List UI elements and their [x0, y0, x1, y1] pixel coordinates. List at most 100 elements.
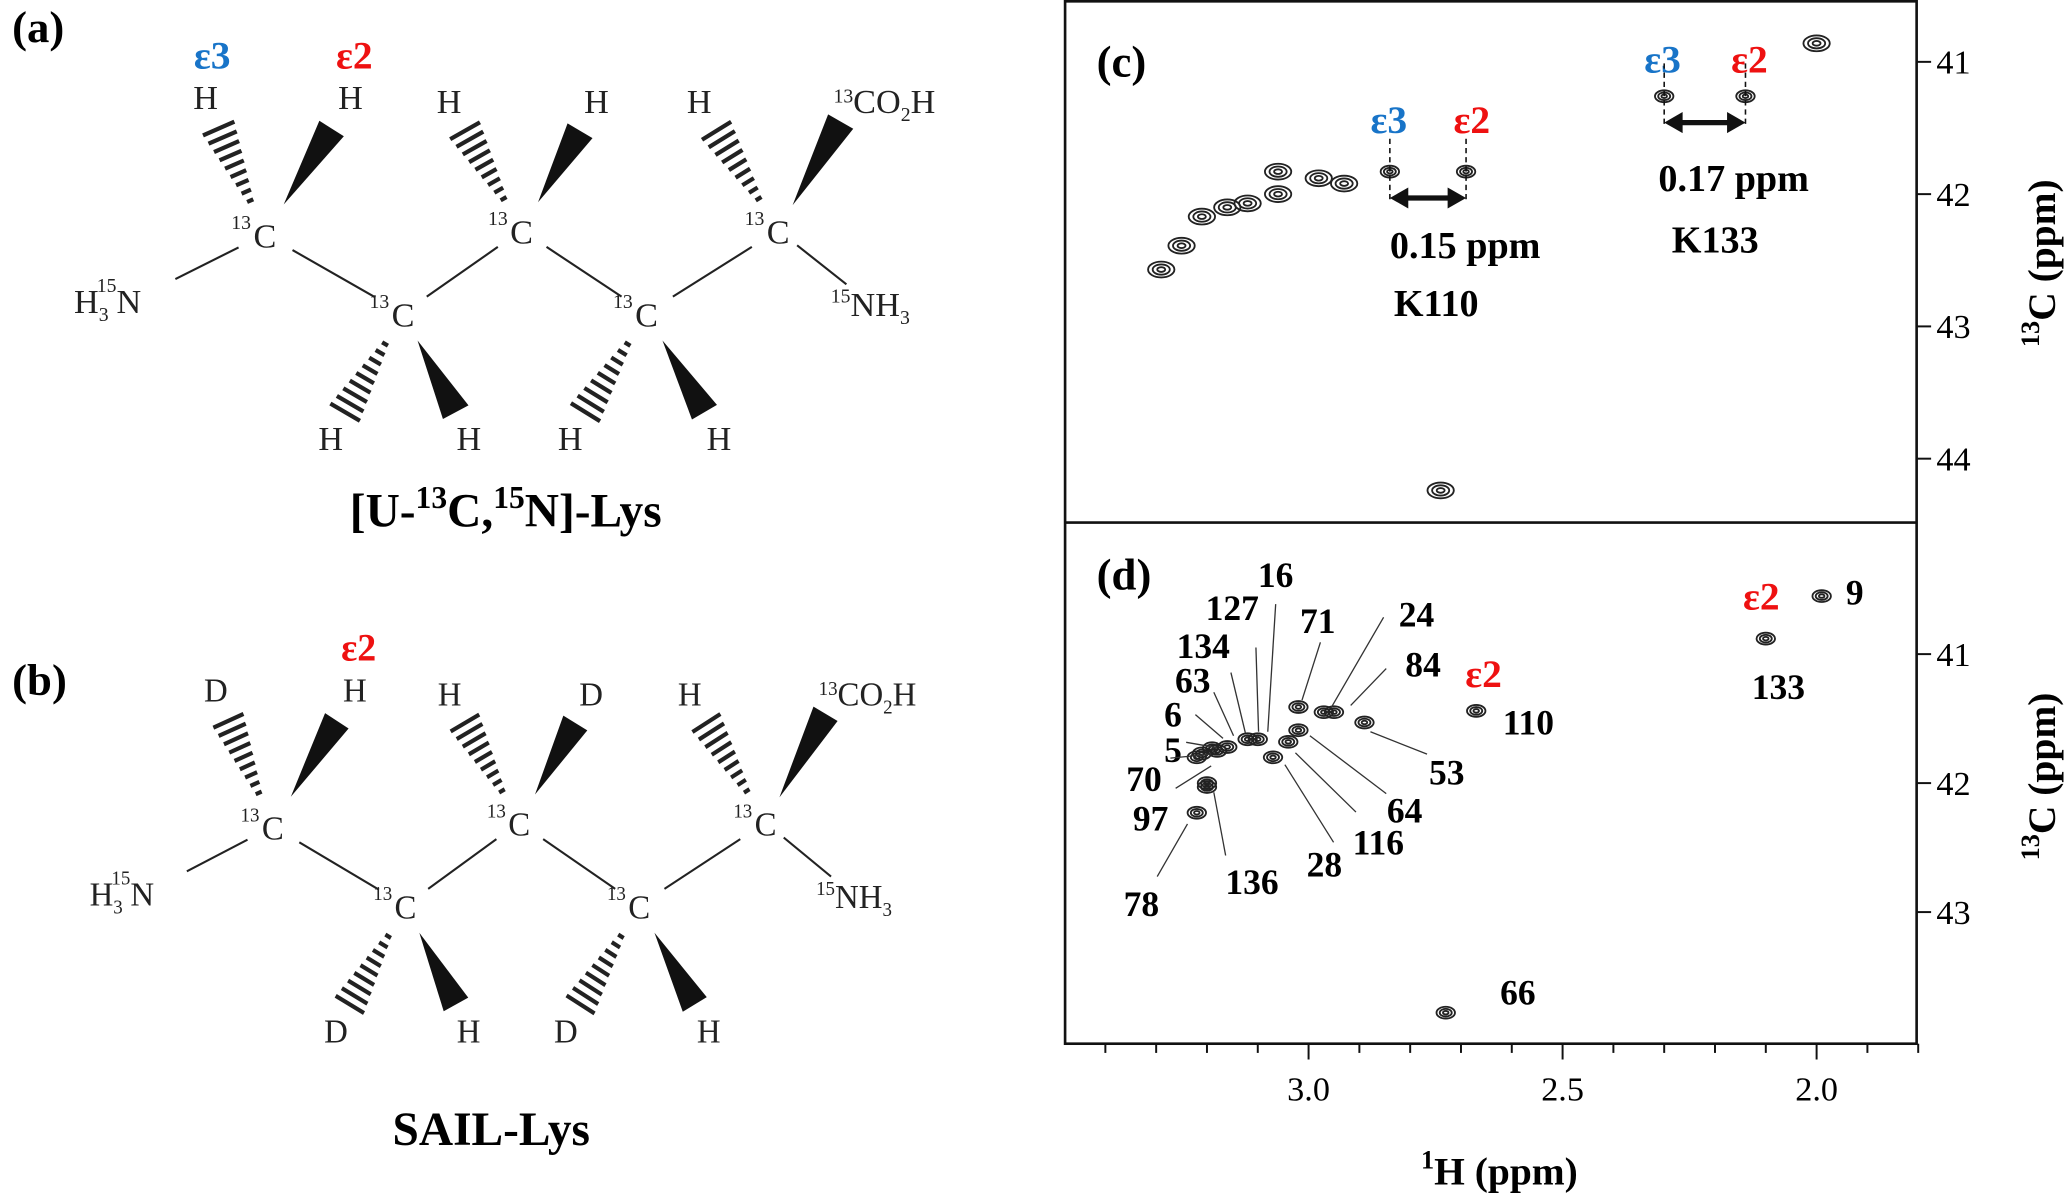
y-tick-label: 41 — [1936, 45, 1970, 82]
contour-level — [1288, 723, 1309, 738]
peak-contour — [1330, 174, 1359, 193]
hashed-bond — [347, 978, 372, 997]
carbon-isotope-label: 13 — [613, 291, 633, 313]
contour-level — [1186, 750, 1207, 765]
hashed-bond — [589, 378, 613, 395]
contour-level — [1203, 784, 1211, 790]
hashed-bond — [455, 722, 484, 741]
contour-level — [1264, 162, 1293, 181]
hashed-bond — [374, 348, 386, 357]
single-bond — [426, 246, 499, 298]
contour-level — [1197, 213, 1207, 220]
contour-level — [1755, 631, 1776, 646]
peak-contour — [1811, 589, 1832, 603]
leader-line — [1370, 731, 1428, 755]
amine-left-label: H315N — [90, 868, 154, 918]
delta-label: 0.15 ppm — [1390, 225, 1541, 267]
peak-contour — [1237, 732, 1258, 747]
carbon-isotope-label: 13 — [370, 291, 390, 313]
peak-label-28: 28 — [1307, 845, 1343, 885]
carbon-isotope-label: 13 — [231, 212, 251, 234]
hashed-bond — [610, 355, 624, 367]
contour-level — [1762, 635, 1770, 642]
amine-left-label: H315N — [74, 275, 141, 326]
peak-label-64: 64 — [1387, 791, 1423, 831]
carbon-isotope-label: 13 — [488, 208, 508, 230]
atoms: NH — [835, 879, 882, 917]
contour-level — [1240, 734, 1255, 745]
atoms: CO — [838, 676, 884, 714]
contour-level — [1309, 172, 1329, 185]
contour-level — [1217, 201, 1237, 214]
peak-label-9: 9 — [1846, 572, 1864, 612]
contour-level — [1327, 707, 1341, 717]
peak-contour — [1187, 207, 1216, 226]
peak-label-97: 97 — [1133, 799, 1169, 839]
contour-level — [1807, 37, 1827, 50]
peak-label-6: 6 — [1164, 695, 1182, 735]
hashed-bond — [721, 148, 744, 165]
peak-contour — [1247, 732, 1268, 747]
peak-contour — [1288, 700, 1309, 714]
peak-contour — [1426, 481, 1455, 500]
contour-level — [1254, 736, 1262, 742]
peak-contour — [1802, 34, 1831, 53]
contour-level — [1304, 169, 1333, 188]
hashed-bond — [461, 139, 488, 157]
hashed-bond — [384, 932, 392, 940]
leader-line — [1284, 764, 1335, 843]
isotope: 15 — [831, 286, 851, 308]
hashed-bond — [565, 993, 596, 1016]
carbon-atom-label: C — [755, 806, 777, 844]
residue-label: K110 — [1394, 283, 1479, 325]
leader-line — [1213, 792, 1227, 856]
hashed-bond — [353, 971, 376, 987]
contour-level — [1242, 200, 1253, 207]
hashed-bond — [480, 167, 498, 180]
carbon-atom-label: C — [262, 810, 284, 848]
contour-level — [1222, 204, 1233, 211]
y-tick-label: 41 — [1936, 637, 1970, 674]
hashed-bond — [229, 168, 248, 179]
contour-level — [1330, 174, 1359, 193]
spectrum-frame — [1063, 0, 1918, 1046]
leader-line — [1330, 616, 1385, 709]
y-tick-label: 44 — [1936, 442, 1970, 479]
peak-contour — [1313, 705, 1334, 720]
peak-label-24: 24 — [1399, 595, 1435, 635]
subscript: 2 — [883, 697, 892, 718]
wedge-bond — [417, 340, 469, 420]
arrow-head — [1389, 187, 1409, 209]
hashed-bond — [449, 712, 481, 734]
epsilon2-label: ε2 — [1453, 98, 1490, 142]
x-tick-label: 3.0 — [1287, 1071, 1330, 1108]
substituent-atom-label: H — [558, 421, 583, 458]
panel-label-c: (c) — [1097, 36, 1147, 86]
hashed-bond — [710, 740, 733, 757]
hashed-bond — [378, 940, 389, 950]
hashed-bond — [246, 197, 255, 204]
panel-label-a: (a) — [12, 2, 64, 52]
single-bond — [796, 244, 848, 286]
hashed-bond — [610, 940, 622, 950]
single-bond — [663, 838, 741, 890]
substituent-atom-label: H — [584, 84, 609, 121]
carbon-isotope-label: 13 — [733, 801, 752, 822]
y-axis-title-d: 13C (ppm) — [2016, 693, 2064, 861]
contour-level — [1268, 188, 1288, 201]
hashed-bond — [233, 750, 254, 763]
hashed-bond — [576, 393, 605, 414]
single-bond — [186, 838, 248, 873]
contour-level — [1438, 1007, 1453, 1018]
hashed-bond — [355, 371, 375, 386]
peak-contour — [1186, 805, 1207, 820]
single-bond — [427, 838, 497, 890]
substituent-atom-label: H — [193, 80, 218, 117]
contour-level — [1802, 34, 1831, 53]
leader-line — [1170, 753, 1212, 759]
hashed-bond — [224, 158, 245, 171]
contour-level — [1313, 705, 1334, 720]
contour-level — [1189, 752, 1204, 763]
